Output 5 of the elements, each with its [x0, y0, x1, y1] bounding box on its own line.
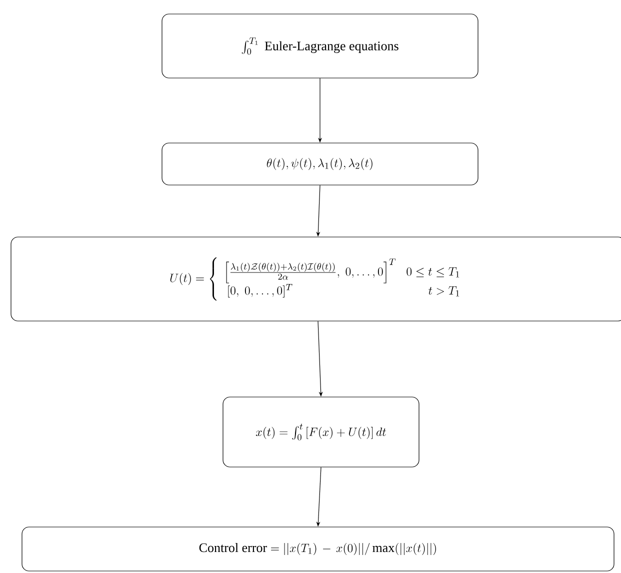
process-box: $x(t)=\int_0^t\left[F(x)+U(t)\right]dt$: [222, 396, 420, 468]
process-box: $\int_0^{T_1}\ \text{Euler-Lagrange equations}$: [162, 14, 478, 78]
process-box: $U(t)=\left\{\begin{array}{ll}\left[\frac{\lambda_1(t)\mathcal{Z}(\theta(t))+\lambda_2(t)\mathcal{I}(\theta(t))}{2\alpha},\ 0,\ldots,0\right]^T & 0\le t\le T_1\\ \ [0,\ 0,\ldots,0]^T & \hfill t>T_1\end{array}\right.$: [10, 236, 621, 322]
process-box: $\text{Control error}=||x(T_1)\,-\,x(0)||/\max(||x(t)||)$: [22, 526, 614, 572]
process-box: $\theta(t),\psi(t),\lambda_1(t),\lambda_2(t)$: [162, 142, 478, 186]
